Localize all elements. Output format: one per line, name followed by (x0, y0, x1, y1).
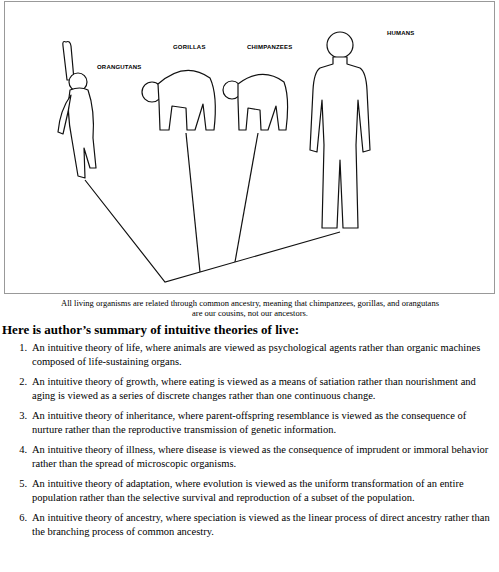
orangutan-silhouette (58, 42, 96, 179)
item-text: An intuitive theory of adaptation, where… (32, 477, 492, 505)
list-item: 6.An intuitive theory of ancestry, where… (0, 511, 492, 539)
item-text: An intuitive theory of inheritance, wher… (32, 409, 492, 437)
figure-frame (5, 2, 495, 294)
chimpanzee-silhouette (223, 74, 288, 130)
item-text: An intuitive theory of life, where anima… (32, 341, 492, 369)
list-item: 1.An intuitive theory of life, where ani… (0, 341, 492, 369)
item-number: 2. (0, 375, 32, 403)
figure-caption: All living organisms are related through… (55, 298, 445, 318)
item-number: 6. (0, 511, 32, 539)
item-number: 4. (0, 443, 32, 471)
item-number: 5. (0, 477, 32, 505)
item-number: 1. (0, 341, 32, 369)
item-text: An intuitive theory of ancestry, where s… (32, 511, 492, 539)
item-text: An intuitive theory of growth, where eat… (32, 375, 492, 403)
human-silhouette (310, 32, 370, 228)
list-item: 2.An intuitive theory of growth, where e… (0, 375, 492, 403)
species-label: GORILLAS (172, 44, 207, 50)
item-text: An intuitive theory of illness, where di… (32, 443, 492, 471)
phylogenetic-tree (85, 133, 340, 282)
list-item: 4.An intuitive theory of illness, where … (0, 443, 492, 471)
theory-list: 1.An intuitive theory of life, where ani… (0, 341, 492, 545)
section-heading: Here is author’s summary of intuitive th… (2, 322, 299, 338)
list-item: 5.An intuitive theory of adaptation, whe… (0, 477, 492, 505)
list-item: 3.An intuitive theory of inheritance, wh… (0, 409, 492, 437)
item-number: 3. (0, 409, 32, 437)
species-label: CHIMPANZEES (246, 44, 293, 50)
species-label: HUMANS (386, 30, 416, 36)
gorilla-silhouette (142, 70, 215, 130)
species-label: ORANGUTANS (96, 64, 143, 70)
